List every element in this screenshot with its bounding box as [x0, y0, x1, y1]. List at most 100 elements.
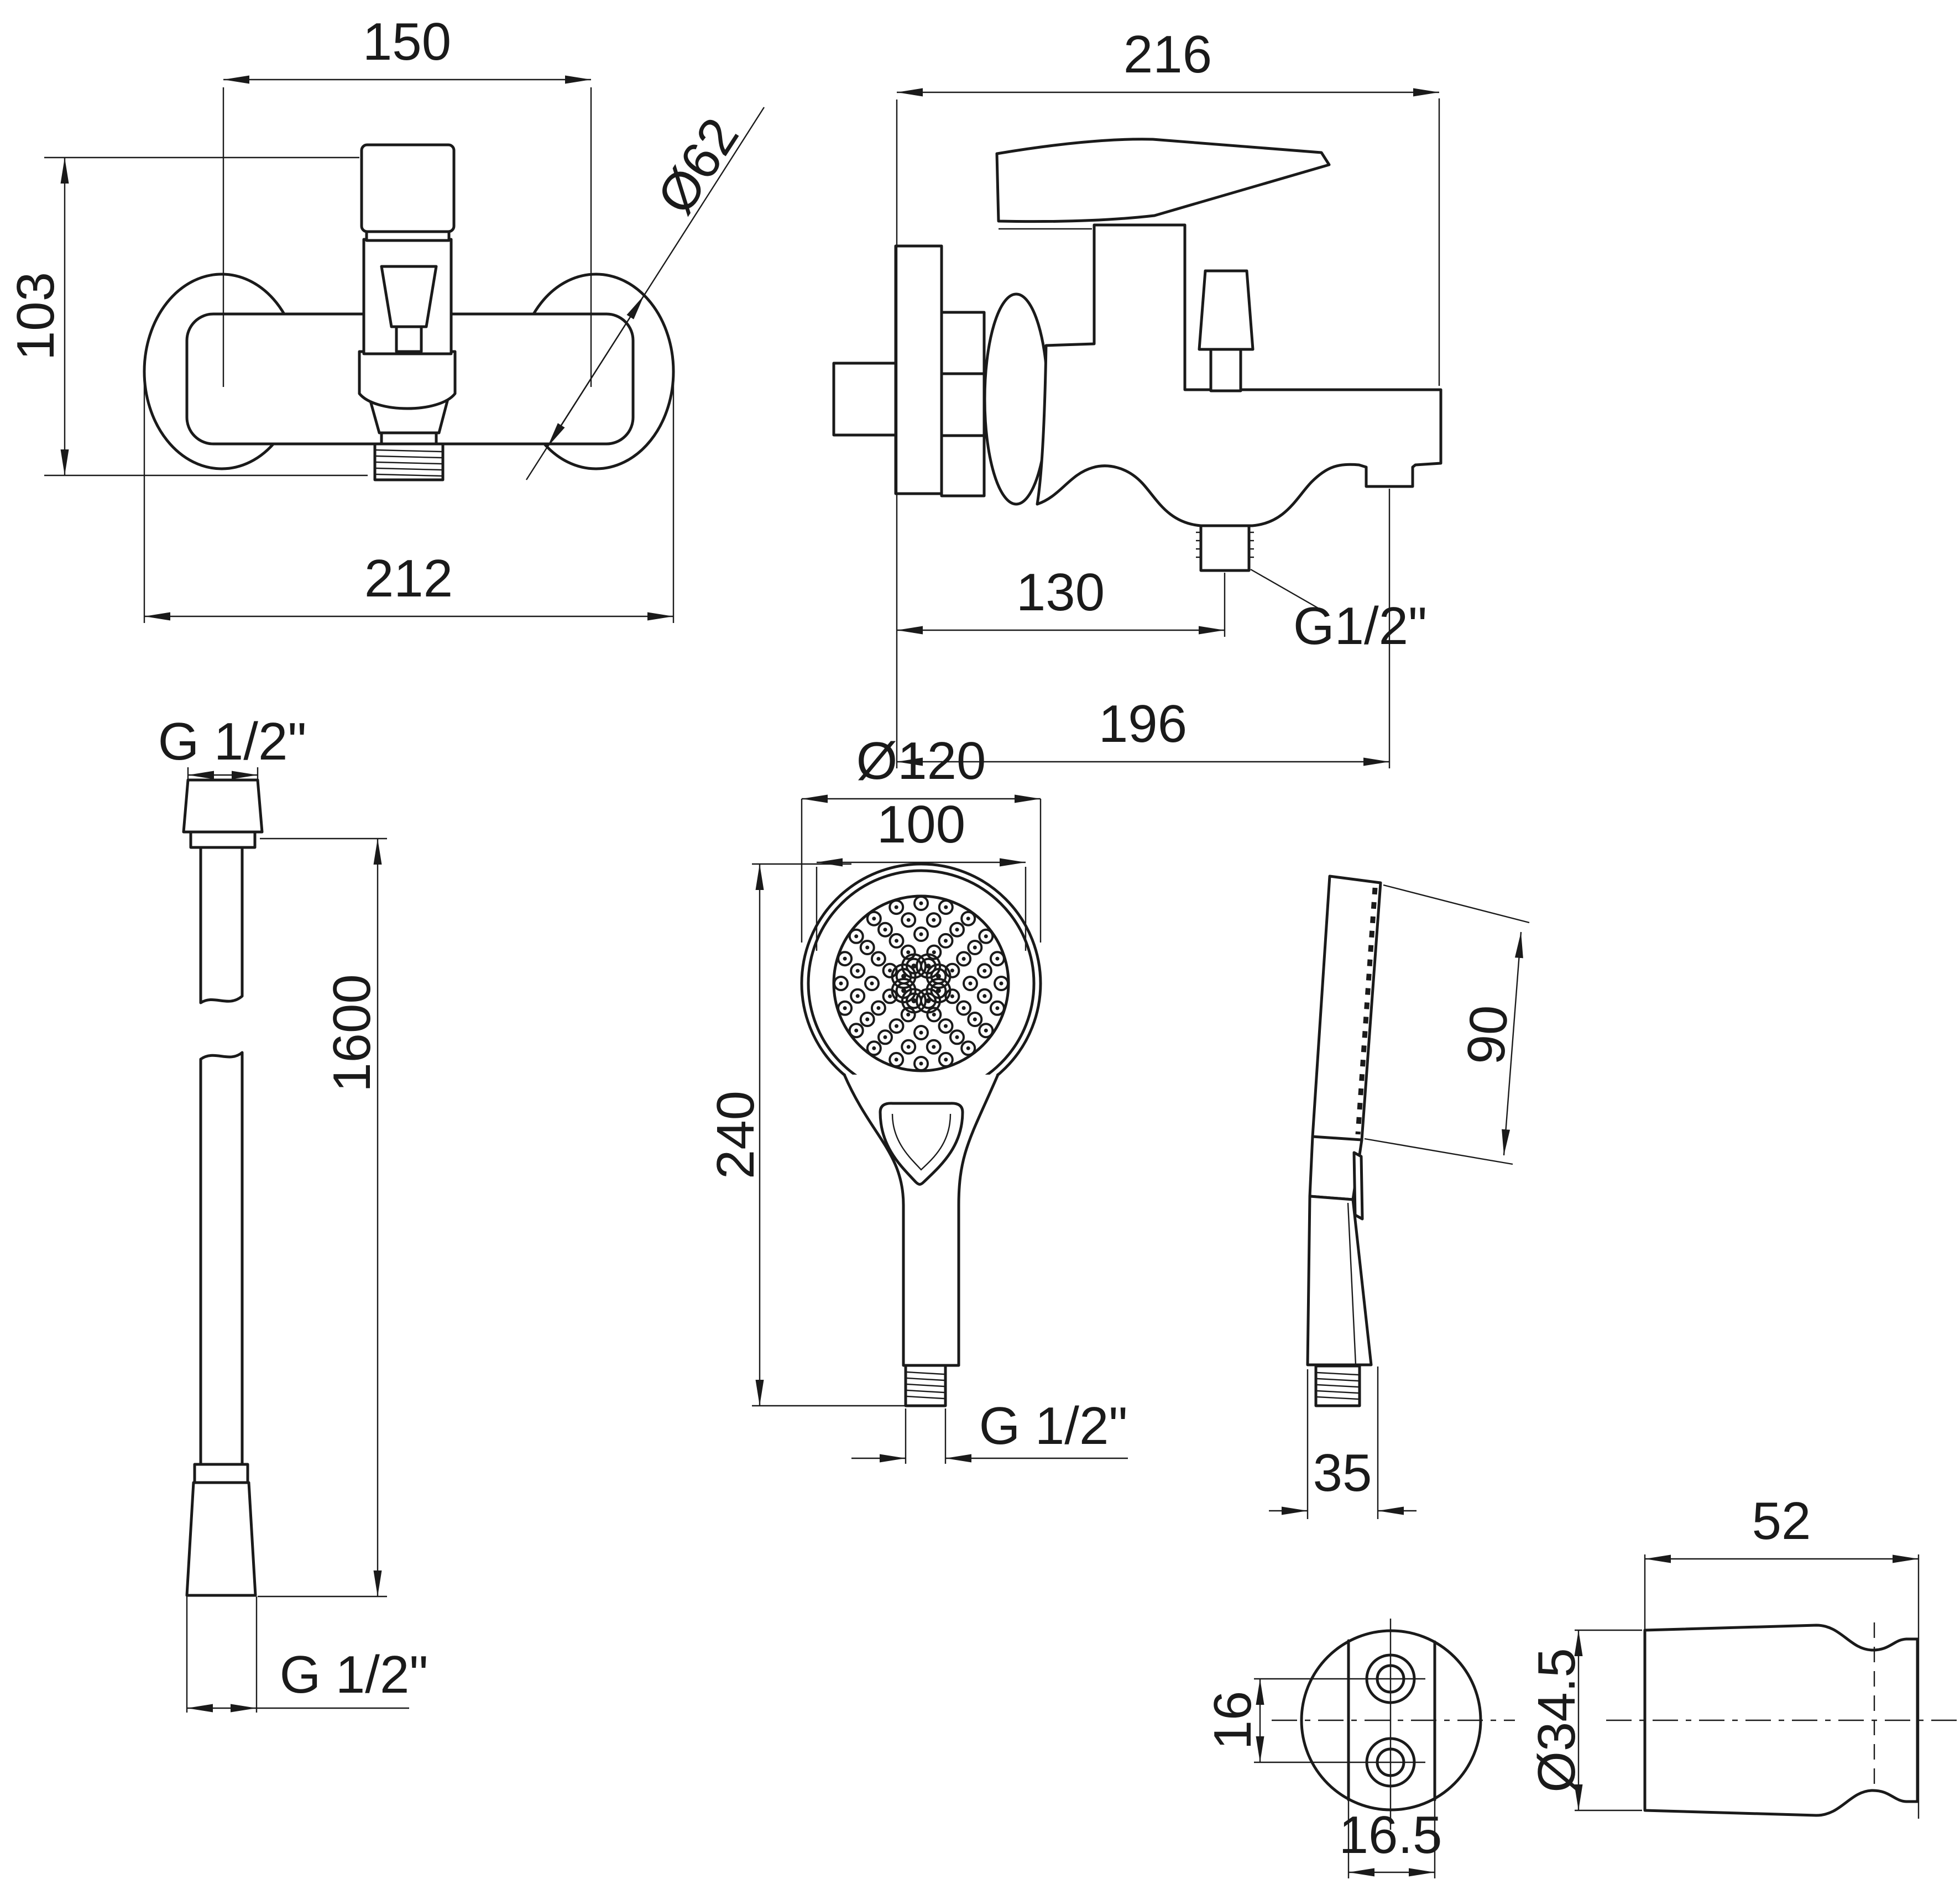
nozzle-dot: [926, 944, 942, 960]
nozzle-dot: [920, 957, 937, 975]
dim-label-d34-5: Ø34.5: [1527, 1648, 1586, 1793]
nozzle-dot: [984, 1028, 988, 1033]
body-boss: [983, 292, 1049, 506]
nozzle-dot: [888, 968, 892, 973]
nozzle-dot: [864, 976, 880, 991]
nozzle-dot: [926, 978, 952, 1003]
nozzle-dot: [932, 918, 936, 922]
nozzle-dot: [913, 1056, 929, 1071]
mode-button: [879, 1102, 964, 1186]
nozzle-dot: [894, 1057, 898, 1062]
dim-label-212: 212: [364, 549, 453, 608]
nozzle-dot: [949, 922, 965, 938]
nozzle-dot: [999, 981, 1003, 986]
nozzle-dot: [866, 1040, 882, 1056]
nozzle-dot: [989, 951, 1005, 967]
nozzle-dot: [882, 988, 898, 1004]
nozzle-dot: [956, 951, 972, 967]
bracket-front-view: 16 16.5: [1203, 1619, 1515, 1878]
nozzle-dot: [895, 939, 898, 943]
nozzle-dot: [960, 1040, 976, 1056]
nozzle-dot: [877, 922, 893, 938]
dim-label-g12-hose-top: G 1/2": [158, 712, 307, 771]
hose-bottom-fitting: [185, 1481, 257, 1597]
nozzle-dot: [870, 951, 886, 967]
nozzle-dot: [843, 1006, 847, 1011]
nozzle-dot: [900, 1007, 916, 1023]
nozzle-dot: [906, 918, 911, 922]
dim-label-16: 16: [1203, 1691, 1262, 1750]
nozzle-dot: [883, 1035, 887, 1039]
mixer-shield: [358, 350, 457, 410]
nozzle-dot: [967, 940, 983, 955]
nozzle-dot: [913, 926, 929, 942]
nozzle-dot: [960, 910, 976, 926]
hose-lower-tube: [199, 1051, 244, 1466]
dim-label-130: 130: [1016, 563, 1105, 622]
nozzle-dot: [938, 1051, 954, 1067]
nozzle-dot: [843, 956, 847, 961]
hose-view: G 1/2" 1600 G 1/2": [158, 712, 428, 1713]
nozzle-dot: [906, 1045, 911, 1049]
nozzle-dot: [955, 928, 959, 932]
nozzle-dot: [944, 1024, 948, 1028]
nozzle-dot: [894, 905, 898, 909]
nozzle-field: [833, 896, 1009, 1071]
nozzle-dot: [919, 901, 923, 905]
nozzle-dot: [877, 1029, 893, 1045]
nozzle-dot: [938, 1018, 954, 1034]
nozzle-dot: [944, 939, 948, 943]
wall-plate: [894, 244, 943, 495]
nozzle-dot: [906, 950, 911, 955]
nozzle-dot: [984, 934, 988, 939]
dim-label-16-5: 16.5: [1339, 1805, 1442, 1865]
nozzle-dot: [967, 1012, 983, 1027]
nozzle-dot: [837, 951, 853, 967]
dim-label-150: 150: [363, 12, 451, 71]
nozzle-dot: [963, 976, 978, 991]
nozzle-dot: [848, 928, 864, 944]
diverter-knob: [1198, 269, 1255, 351]
dim-label-216: 216: [1123, 25, 1212, 84]
faucet-side-view: 216 130 196 G1/2": [832, 25, 1442, 768]
nozzle-dot: [850, 988, 866, 1004]
nozzle-dot: [949, 1029, 965, 1045]
nozzle-dot: [891, 978, 917, 1003]
dim-label-52: 52: [1752, 1491, 1811, 1551]
nozzle-dot: [978, 928, 994, 944]
nozzle-dot: [926, 998, 931, 1003]
nozzle-dot: [916, 953, 941, 979]
nozzle-dot: [866, 910, 882, 926]
nozzle-dot: [950, 968, 954, 973]
nozzle-dot: [955, 1035, 959, 1039]
nozzle-dot: [961, 957, 966, 961]
head-side: [1311, 875, 1382, 1142]
nozzle-dot: [956, 1000, 972, 1016]
nozzle-dot: [882, 962, 898, 978]
nozzle-dot: [891, 964, 917, 989]
dim-label-100: 100: [877, 795, 965, 854]
outlet-thread-front: [373, 442, 445, 481]
nozzle-dot: [926, 1007, 942, 1023]
nozzle-dot: [888, 899, 905, 915]
nozzle-dot: [932, 1012, 936, 1017]
nozzle-dot: [901, 1039, 917, 1055]
nozzle-dot: [913, 896, 929, 911]
shower-handle: [843, 1073, 1000, 1367]
nozzle-dot: [944, 962, 960, 978]
nozzle-dot: [848, 1023, 864, 1039]
nozzle-dot: [876, 1006, 881, 1010]
nozzle-dot: [995, 1006, 1000, 1011]
nozzle-dot: [870, 981, 874, 986]
faucet-front-view: 150 103 212 Ø62: [6, 12, 765, 623]
nozzle-dot: [859, 1012, 875, 1027]
dim-label-g12-shower: G 1/2": [979, 1396, 1128, 1456]
nozzle-dot: [901, 912, 917, 928]
handshower-thread-side: [1314, 1364, 1361, 1407]
dim-label-d120: Ø120: [856, 731, 986, 790]
dim-label-g12-side: G1/2": [1293, 596, 1427, 656]
nozzle-dot: [855, 968, 860, 973]
face-nozzles-profile: [1355, 887, 1378, 1135]
nozzle-dot: [854, 934, 859, 939]
